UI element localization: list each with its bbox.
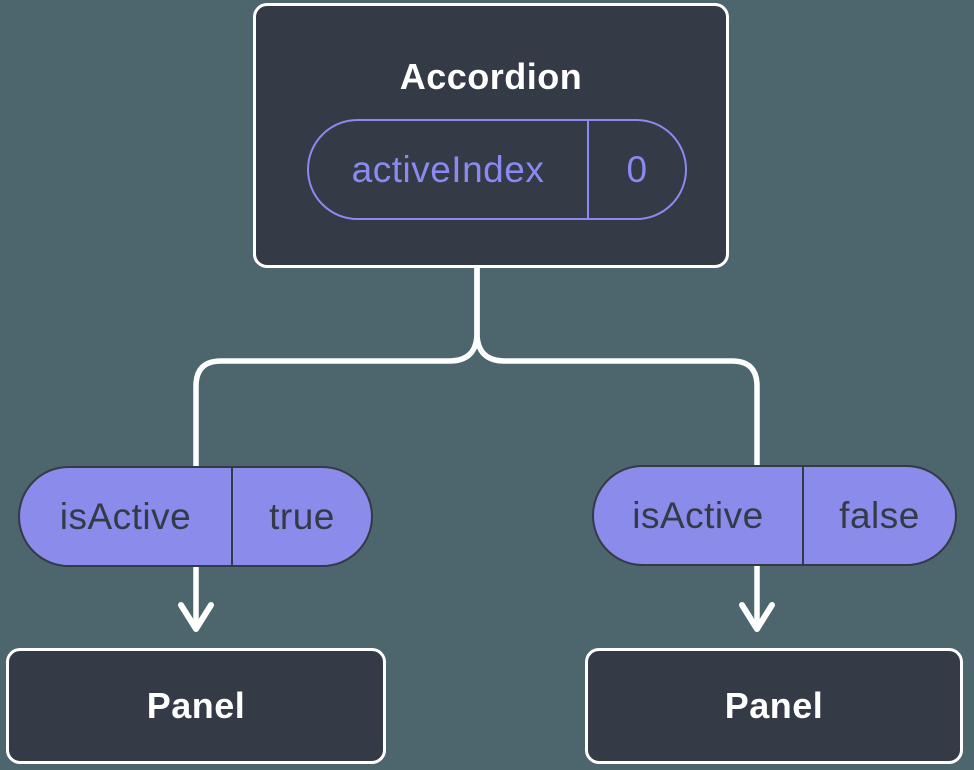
connector-right [474, 268, 760, 624]
prop-name: activeIndex [351, 148, 545, 190]
prop-value: true [231, 468, 371, 565]
arrow-down-icon [178, 602, 214, 632]
panel-title: Panel [146, 685, 246, 726]
arrow-down-icon [739, 602, 775, 632]
panel-node-left: Panel [6, 648, 386, 764]
isactive-prop-pill-right: isActive false [592, 465, 957, 566]
panel-title: Panel [724, 685, 824, 726]
isactive-prop-pill-left: isActive true [18, 466, 373, 567]
prop-value: false [802, 467, 955, 564]
activeindex-prop-pill: activeIndex 0 [307, 119, 687, 220]
accordion-title: Accordion [399, 56, 583, 97]
panel-node-right: Panel [585, 648, 963, 764]
connector-left [193, 268, 480, 624]
prop-name: isActive [632, 494, 764, 536]
accordion-node: Accordion activeIndex 0 [253, 3, 729, 268]
prop-value: 0 [587, 121, 685, 218]
prop-name: isActive [59, 495, 192, 537]
